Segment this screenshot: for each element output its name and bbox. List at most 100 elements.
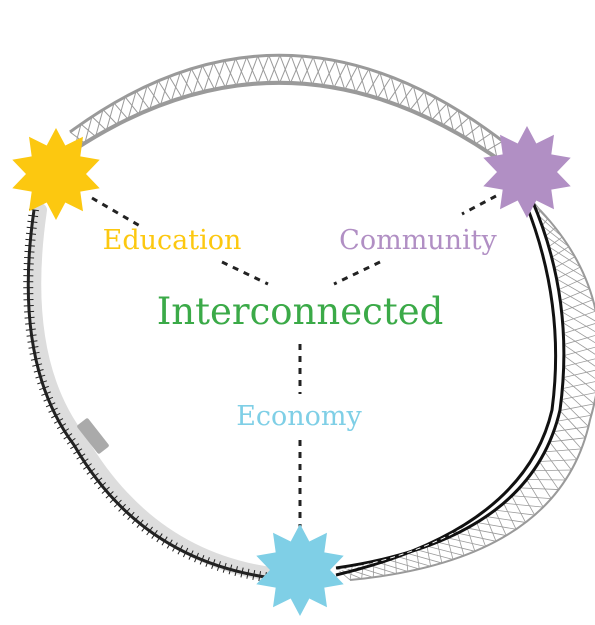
truss-strut [105,102,115,131]
cable-strand [560,288,590,301]
cable-strand [457,533,465,556]
rail-tie [97,482,107,490]
rail-tie [222,562,227,573]
cable-strand [553,431,578,460]
rail-tie [205,557,210,567]
rail-tie [122,507,131,516]
truss-strut [376,76,392,99]
train-car [77,418,109,454]
rail-tie [32,363,43,367]
rail-tie [172,542,178,552]
cable-strand [437,541,476,552]
cable-strand [466,527,476,552]
rail-tie [45,402,56,408]
rail-tie [25,322,36,325]
truss-strut [311,58,325,85]
rail-tie [27,340,38,343]
rail-tie [60,428,70,435]
rail-tie [37,380,48,385]
bridge-bottom-chord [72,80,510,168]
cable-strand [556,278,594,301]
rail-tie [53,418,64,424]
cable-strand [563,333,595,355]
truss-strut [333,62,348,88]
rail-tie [234,566,238,577]
rail-tie [105,491,114,499]
rail-tie [166,539,173,549]
cable-strand [561,299,594,312]
truss-strut [203,62,214,92]
rail-tie [90,472,99,480]
truss-strut [475,132,492,145]
rail-tie [246,568,250,579]
rail-tie [30,357,41,361]
cable-strand [562,310,595,323]
rail-tie [28,214,39,218]
cable-strand [563,366,595,392]
community-starburst-icon [483,126,571,218]
rail-tie [26,226,37,229]
truss-strut [300,57,314,84]
cable-strand [537,215,563,238]
truss-strut [355,68,370,93]
cable-strand [405,552,409,572]
rail-tie [24,316,35,319]
cable-strand [532,470,552,499]
cable-strand [561,399,589,427]
cable-strand [563,323,595,334]
rail-tie [24,244,35,247]
truss-strut [170,72,181,102]
center-label: Interconnected [157,290,444,333]
truss-strut [453,117,470,132]
cable-strand [563,369,595,379]
truss-strut [322,60,336,87]
truss-strut [138,85,148,115]
truss-strut [268,55,281,84]
rail-tie [24,256,35,259]
rail-tie [48,407,58,413]
rail-tie [113,499,122,508]
bridge-truss-web [69,55,515,167]
cable-strand [562,388,592,416]
truss-strut [491,132,498,159]
cable-strand [558,289,595,312]
rail-tie [151,530,158,539]
bridge-cable-web [335,199,595,581]
truss-strut [192,65,203,95]
cable-strand [416,549,420,570]
truss-strut [127,90,137,120]
cable-strand [361,563,364,579]
truss-strut [366,72,381,96]
truss-strut [344,65,359,90]
rail-tie [79,458,89,465]
rail-tie [188,550,194,560]
truss-strut [464,124,481,138]
cable-strand [519,487,535,516]
cable-strand [556,420,582,450]
cable-strand [559,410,586,439]
connector-community-inner [333,260,381,286]
rail-tie [240,567,244,578]
community-label: Community [339,225,497,256]
cable-strand [544,451,566,481]
cable-strand [533,469,572,472]
cable-strand [544,448,582,453]
cable-strand [562,381,595,390]
economy-starburst-icon [256,524,344,616]
rail-tie [131,515,140,525]
truss-strut [235,56,248,86]
cable-strand [416,549,454,560]
rail-tie [109,495,118,504]
truss-strut [181,68,192,98]
cable-strand [559,403,595,411]
rail-tie [118,503,126,512]
rail-tie [211,559,216,569]
truss-strut [95,109,104,137]
rail-tie [161,536,168,546]
cable-strand [494,509,535,516]
cable-strand [503,502,544,508]
cable-strand [563,355,595,379]
suspension-bridge-icon [335,199,595,581]
cable-strand [457,532,497,542]
